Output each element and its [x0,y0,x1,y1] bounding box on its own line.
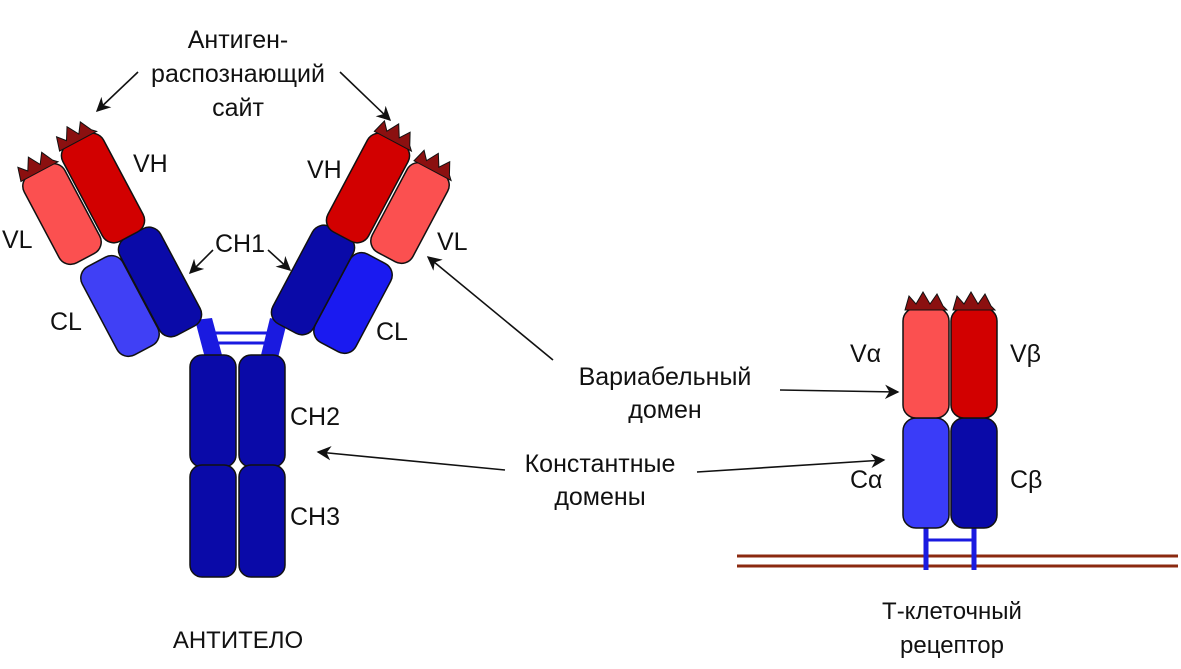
constant-domains-arrow-antibody [316,446,506,471]
hinge-region [195,318,287,358]
ch3-label: CH3 [290,503,340,531]
vh-left-label: VH [133,150,168,178]
vl-right-label: VL [437,228,468,256]
ch3-domain-left [189,464,237,578]
ch2-domain-left [189,354,237,468]
v-alpha-domain [902,307,950,419]
variable-domain-label-line2: домен [628,396,701,424]
antigen-binding-tip-vh-left [55,121,98,152]
antibody-stem [189,354,286,578]
t-cell-receptor: Vα Vβ Cα Cβ Т-клеточный рецептор [737,291,1178,659]
antibody: Антиген- распознающий сайт VH VL CL CH1 … [2,26,468,654]
ch2-domain-right [238,354,286,468]
variable-domain-label-line1: Вариабельный [579,363,752,391]
cl-left-label: CL [50,308,82,336]
antigen-site-label-line1: Антиген- [188,26,289,54]
ch1-arrow-right [267,249,292,271]
antigen-binding-tip-vl-left [17,151,60,183]
antigen-binding-tip-v-alpha [904,291,949,311]
ch1-arrow-left [188,249,214,275]
antigen-binding-tip-vh-right [373,119,413,153]
v-alpha-label: Vα [850,340,881,368]
antigen-site-arrow-left [95,71,139,112]
tcr-caption-line2: рецептор [900,632,1004,659]
vh-right-label: VH [307,156,342,184]
antigen-site-label-line3: сайт [212,94,264,122]
ch3-domain-right [238,464,286,578]
antigen-site-label-line2: распознающий [151,60,325,88]
center-labels: Вариабельный домен Константные домены [316,256,900,511]
constant-domains-label-line2: домены [554,483,645,511]
v-beta-domain [950,307,998,419]
c-beta-label: Cβ [1010,466,1042,494]
antigen-binding-tip-vl-right [413,149,452,182]
antibody-right-arm [270,119,452,355]
antigen-binding-tip-v-beta [952,291,997,311]
antigen-site-arrow-right [339,71,392,121]
variable-domain-arrow-antibody [426,256,554,361]
variable-domain-arrow-tcr [779,384,900,399]
constant-domains-arrow-tcr [696,453,886,473]
c-alpha-domain [902,417,950,529]
ch1-label: CH1 [215,230,265,258]
constant-domains-label-line1: Константные [525,450,676,478]
antibody-caption: АНТИТЕЛО [173,627,303,654]
v-beta-label: Vβ [1010,340,1041,368]
ch2-label: CH2 [290,403,340,431]
tcr-caption-line1: Т-клеточный [882,598,1022,625]
cl-right-label: CL [376,318,408,346]
antibody-left-arm [17,121,203,358]
vl-left-label: VL [2,226,33,254]
c-beta-domain [950,417,998,529]
c-alpha-label: Cα [850,466,883,494]
